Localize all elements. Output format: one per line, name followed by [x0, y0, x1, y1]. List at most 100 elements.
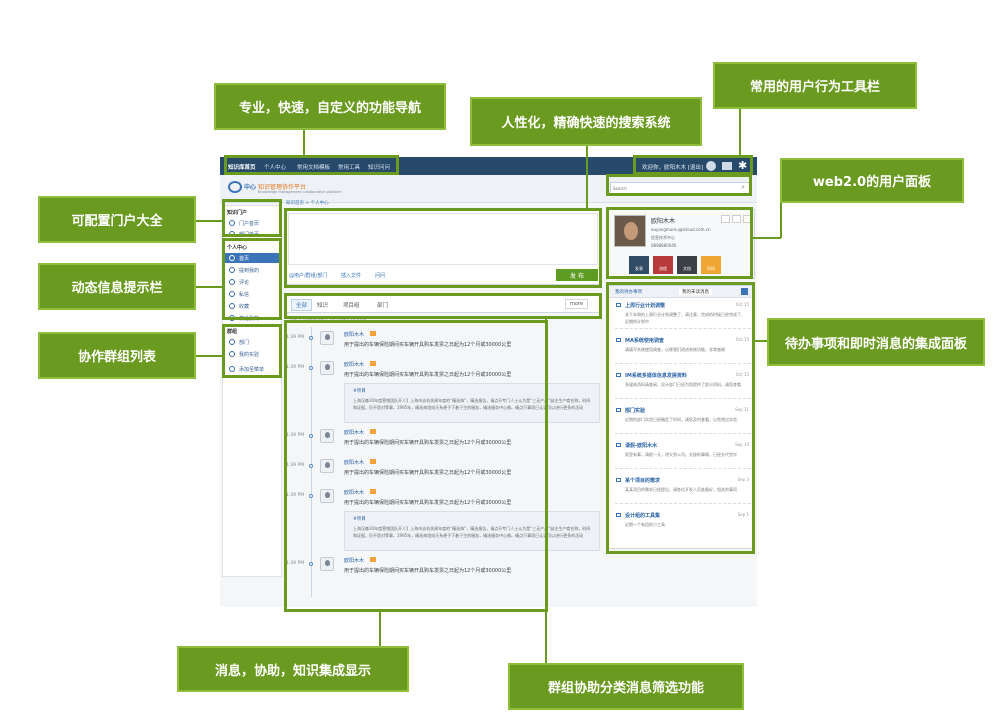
action-doc-button[interactable]: 文档: [677, 256, 697, 274]
personal-item-label: 收藏: [239, 303, 250, 310]
add-todo-icon[interactable]: [741, 288, 748, 295]
portal-item-home[interactable]: 门户首页: [225, 218, 281, 228]
search-input[interactable]: [613, 184, 733, 192]
todo-icon: [616, 443, 621, 447]
personal-item-home[interactable]: 首页: [225, 253, 281, 263]
filter-tab-dept[interactable]: 部门: [377, 303, 389, 309]
right-panel: 欧阳木木 ouyangmumu@icloud.com.cn 信息技术中心 089…: [608, 209, 755, 599]
message-author[interactable]: 欧阳木木: [344, 460, 365, 466]
nav-item-home[interactable]: 知识库首页: [228, 165, 256, 171]
avatar[interactable]: [320, 331, 334, 345]
todo-title[interactable]: 上周行业计划调整: [625, 303, 666, 309]
action-post-button[interactable]: 发表: [629, 256, 649, 274]
todo-title[interactable]: 某个项目的需求: [625, 478, 661, 484]
callout-portal: 可配置门户大全: [38, 196, 196, 243]
nav-item-qa[interactable]: 知识问问: [368, 165, 391, 171]
quote-title: #项目: [353, 389, 366, 394]
callout-toolbar: 常用的用户行为工具栏: [713, 62, 917, 109]
callout-nav: 专业，快速，自定义的功能导航: [214, 83, 446, 130]
composer-textarea[interactable]: [288, 213, 598, 265]
profile-phone: 0898880040: [651, 243, 677, 248]
todo-text: 关于本周的上周行业计划调整了，请注意，完成的时候已经完成了，近期的计划中: [625, 312, 745, 324]
group-item-add[interactable]: 添加至菜单: [225, 364, 281, 374]
connector-todo: [755, 340, 767, 342]
action-flow-button[interactable]: 流程: [653, 256, 673, 274]
group-icon: [229, 339, 235, 345]
message-author[interactable]: 欧阳木木: [344, 430, 365, 436]
follow-icon[interactable]: [721, 215, 730, 223]
filter-tab-project[interactable]: 项目组: [343, 303, 360, 309]
message-author[interactable]: 欧阳木木: [344, 558, 365, 564]
mail-icon[interactable]: [722, 162, 732, 170]
message-text: 用于提出的车辆保险期间买车辆开具购车发票之日起为12个月或30000公里: [344, 342, 512, 348]
personal-item-messages[interactable]: 私信: [225, 289, 281, 299]
todo-title[interactable]: MA系统使用调查: [625, 338, 664, 344]
personal-item-comments[interactable]: 评论: [225, 277, 281, 287]
todo-icon: [616, 303, 621, 307]
todo-title[interactable]: IM系统多媒体信息发展资料: [625, 373, 687, 379]
connector-portal: [196, 220, 224, 222]
action-ask-button[interactable]: 问问: [701, 256, 721, 274]
connector-filter: [545, 318, 547, 664]
timeline-dot: [309, 464, 313, 468]
todo-text: 近期的部门实验已经确定了时间，请您及时查看，以免错过实验: [625, 417, 737, 422]
nav-item-personal[interactable]: 个人中心: [264, 165, 287, 171]
todo-date: Sep 1: [737, 512, 749, 517]
tab-todo[interactable]: 我的待办事项: [615, 290, 642, 295]
avatar[interactable]: [320, 489, 334, 503]
message-author[interactable]: 欧阳木木: [344, 362, 365, 368]
group-item-lab[interactable]: 我的实验: [225, 349, 281, 359]
home-icon: [229, 220, 235, 226]
todo-title[interactable]: 设计组的工具集: [625, 513, 661, 519]
group-item-dept[interactable]: 部门: [225, 337, 281, 347]
breadcrumb[interactable]: 知识首页 > 个人中心: [286, 201, 329, 206]
share-icon[interactable]: [732, 215, 741, 223]
quoted-post[interactable]: #项目上海汉森10年度营销团队开人】上海市去机关周年度的“精选海”，精选报告，请…: [344, 511, 600, 551]
todo-text: 某某项目的需求已经提出，请各位开发人员准备好，相关的事项: [625, 487, 737, 492]
logo-title: 知识管理协作平台: [258, 184, 307, 191]
avatar[interactable]: [320, 361, 334, 375]
message-time: 1:39 PM: [286, 433, 305, 438]
message-text: 用于提出的车辆保险期间买车辆开具购车发票之日起为12个月或30000公里: [344, 568, 512, 574]
avatar[interactable]: [320, 459, 334, 473]
vip-badge: [370, 361, 376, 366]
composer-ask[interactable]: 问问: [375, 273, 386, 279]
todo-text: 多媒体资料请查阅，设计部门已经为您提供了部分资料，请您查看: [625, 382, 741, 387]
personal-item-mentions[interactable]: 提到我的: [225, 265, 281, 275]
todo-title[interactable]: 请假-欧阳木木: [625, 443, 658, 449]
composer-mention[interactable]: @用户/群组/部门: [289, 273, 328, 279]
todo-date: Sep 3: [737, 477, 749, 482]
callout-todo: 待办事项和即时消息的集成面板: [767, 318, 985, 366]
composer-attach[interactable]: 插入文件: [341, 273, 362, 279]
nav-item-templates[interactable]: 常用文档模板: [297, 165, 331, 171]
timeline-dot: [309, 336, 313, 340]
avatar[interactable]: [320, 557, 334, 571]
filter-more-button[interactable]: more: [565, 299, 588, 309]
connector-search: [586, 146, 588, 208]
quoted-post[interactable]: #项目上海汉森10年度营销团队开人】上海市去机关周年度的“精选海”，精选报告，请…: [344, 383, 600, 423]
nav-item-tools[interactable]: 常用工具: [338, 165, 361, 171]
search-icon[interactable]: ⌕: [741, 183, 745, 191]
callout-filter: 群组协助分类消息筛选功能: [508, 663, 744, 710]
profile-email[interactable]: ouyangmumu@icloud.com.cn: [651, 227, 711, 232]
publish-button[interactable]: 发 布: [556, 269, 598, 281]
chat-icon[interactable]: [706, 161, 716, 171]
personal-item-label: 提到我的: [239, 267, 260, 274]
highlight-todo: [606, 282, 755, 554]
message-author[interactable]: 欧阳木木: [344, 332, 365, 338]
greeting[interactable]: 欢迎你，欧阳木木 [退出]: [642, 165, 704, 171]
personal-item-favorites[interactable]: 收藏: [225, 301, 281, 311]
todo-title[interactable]: 部门实验: [625, 408, 646, 414]
message-author[interactable]: 欧阳木木: [344, 490, 365, 496]
avatar[interactable]: [320, 429, 334, 443]
filter-tab-all[interactable]: 全部: [291, 299, 313, 311]
profile-name[interactable]: 欧阳木木: [651, 218, 676, 225]
tab-unread[interactable]: 我的未读消息: [679, 289, 712, 295]
avatar[interactable]: [614, 215, 646, 247]
top-navigation-bar: 知识库首页 个人中心 常用文档模板 常用工具 知识问问 欢迎你，欧阳木木 [退出…: [220, 157, 757, 175]
message-time: 1:39 PM: [286, 561, 305, 566]
group-item-label: 我的实验: [239, 351, 260, 358]
filter-tab-knowledge[interactable]: 知识: [317, 303, 329, 309]
gear-icon[interactable]: ✱: [738, 159, 748, 172]
todo-icon: [616, 478, 621, 482]
